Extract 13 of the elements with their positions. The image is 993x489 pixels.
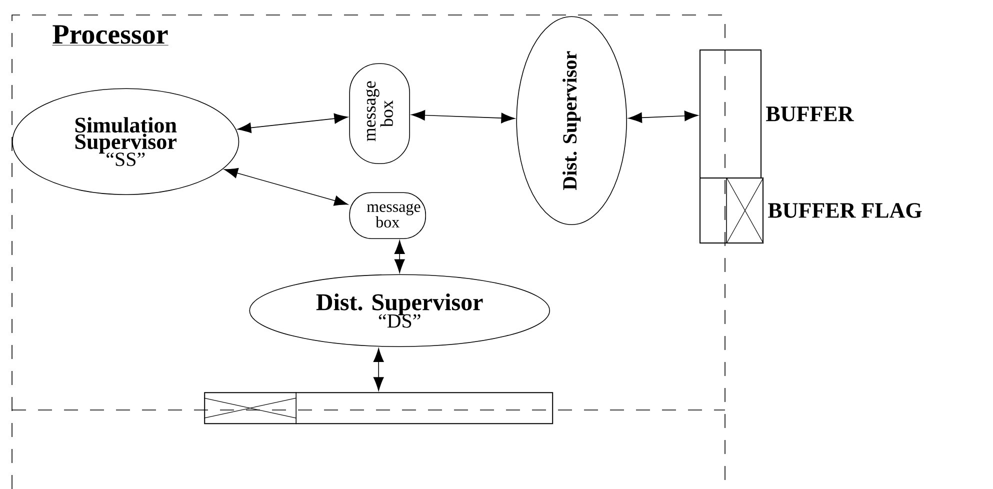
arrow <box>237 113 348 133</box>
arrow <box>373 348 384 391</box>
buffer-label: BUFFER <box>766 106 854 122</box>
arrow <box>628 110 698 123</box>
buffer-label: BUFFER FLAG <box>768 203 922 218</box>
message-box: message box <box>349 192 426 239</box>
buffer-box <box>700 50 762 178</box>
buffer-bar <box>204 392 554 424</box>
arrow <box>394 240 405 273</box>
buffer-flag-box <box>700 177 764 244</box>
arrow <box>224 168 348 206</box>
message-box: message box <box>349 63 410 164</box>
arrow <box>411 110 515 124</box>
